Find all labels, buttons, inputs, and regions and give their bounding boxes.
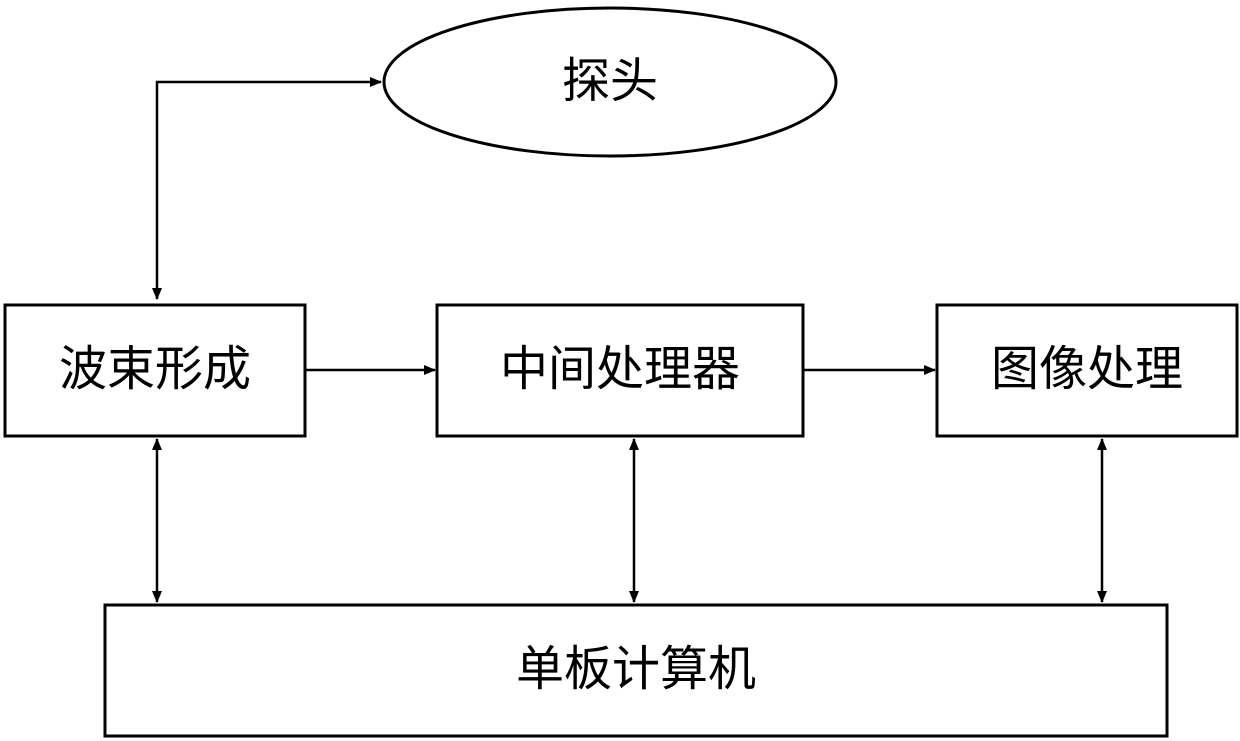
- intermediate-processor-label: 中间处理器: [500, 341, 740, 397]
- beamforming-label: 波束形成: [59, 341, 251, 397]
- beamforming-node: 波束形成: [5, 305, 305, 436]
- single-board-computer-node: 单板计算机: [105, 605, 1167, 736]
- intermediate-processor-node: 中间处理器: [437, 305, 803, 436]
- edge-beamforming-probe: [157, 82, 381, 299]
- probe-label: 探头: [562, 53, 658, 109]
- image-processing-label: 图像处理: [991, 341, 1183, 397]
- image-processing-node: 图像处理: [937, 305, 1237, 436]
- probe-node: 探头: [384, 8, 836, 156]
- single-board-computer-label: 单板计算机: [516, 641, 756, 697]
